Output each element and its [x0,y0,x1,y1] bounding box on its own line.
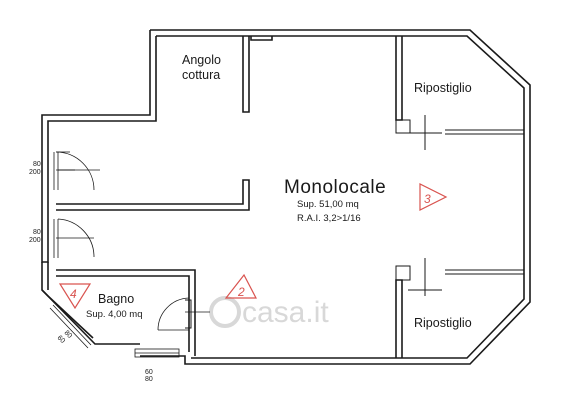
door2-height: 200 [29,237,41,244]
room-angolo-cottura-line2: cottura [182,68,220,82]
window-bottom-height: 80 [145,376,153,383]
marker-3-number: 3 [424,192,431,206]
outer-walls [41,29,531,365]
door2-width: 80 [33,229,41,236]
marker-2-number: 2 [237,285,245,299]
room-ripostiglio-bottom: Ripostiglio [414,316,472,330]
room-bagno: Bagno [98,292,134,306]
room-monolocale-area: Sup. 51,00 mq [297,199,359,210]
door-dimensions: 80 200 80 200 60 80 60 80 [29,161,153,383]
marker-4: 4 [58,283,92,310]
cross-marks [58,115,442,296]
window-bath-height: 80 [63,329,74,340]
room-bagno-area: Sup. 4,00 mq [86,309,143,320]
watermark: casa.it [209,296,329,329]
interior-walls [56,36,524,358]
marker-4-number: 4 [70,287,77,301]
door-bathroom [157,297,210,331]
room-monolocale: Monolocale [284,177,386,198]
doors [49,115,442,358]
room-labels: Angolo cottura Ripostiglio Ripostiglio M… [86,53,472,330]
room-monolocale-rai: R.A.I. 3,2>1/16 [297,213,361,224]
section-markers: 2 3 4 [58,183,448,310]
door1-height: 200 [29,169,41,176]
room-ripostiglio-top: Ripostiglio [414,81,472,95]
door-2 [53,218,95,258]
window-bottom [134,348,180,358]
window-bath-width: 60 [56,334,67,345]
window-bottom-width: 60 [145,369,153,376]
door1-width: 80 [33,161,41,168]
watermark-icon [209,296,241,328]
room-angolo-cottura-line1: Angolo [182,53,221,67]
door-1 [53,151,100,191]
window-bathroom [49,304,92,349]
watermark-text: casa.it [242,296,329,329]
marker-2: 2 [224,273,257,299]
marker-3: 3 [419,183,448,211]
